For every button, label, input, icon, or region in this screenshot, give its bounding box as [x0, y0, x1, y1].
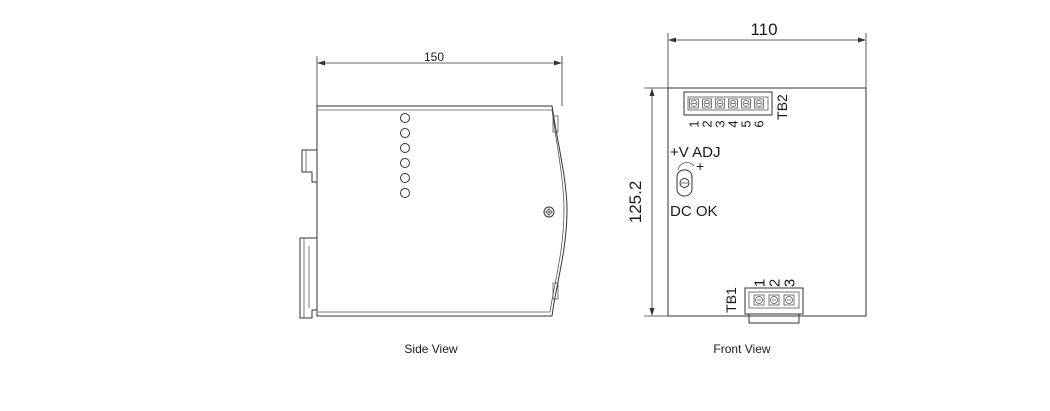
vadj-plus-label: +: [696, 158, 704, 174]
side-view-caption: Side View: [404, 342, 457, 356]
tb2-pin: [702, 98, 712, 109]
side-view: 150 Side View: [299, 50, 568, 356]
front-height-value: 125.2: [626, 181, 645, 224]
din-rail-clip: [299, 149, 317, 319]
tb2-pin-number: 1: [687, 120, 702, 127]
indicator-led-icon: [400, 188, 410, 198]
vadj-label: +V ADJ: [670, 144, 720, 161]
side-body-outline: [316, 105, 568, 317]
indicator-column: [400, 113, 410, 198]
tb2-pin-number: 5: [739, 120, 754, 127]
tb1-pin-number: 3: [781, 279, 798, 287]
indicator-led-icon: [400, 143, 410, 153]
tb1-pin: [783, 294, 795, 306]
indicator-led-icon: [400, 173, 410, 183]
side-width-dimension: 150: [316, 50, 563, 106]
tb2-pin-number: 3: [713, 120, 728, 127]
tb2-pin: [728, 98, 738, 109]
tb2-pin: [689, 98, 699, 109]
front-body-outline: [667, 87, 867, 317]
tb2-pin: [715, 98, 725, 109]
tb2-pin-number: 4: [726, 120, 741, 127]
front-height-dimension: 125.2: [626, 87, 668, 317]
tb2-pin: [754, 98, 764, 109]
tb1-pin-number: 1: [751, 279, 768, 287]
tb1-label: TB1: [723, 287, 739, 313]
indicator-led-icon: [400, 128, 410, 138]
front-view-caption: Front View: [713, 342, 770, 356]
dcok-label: DC OK: [670, 203, 718, 220]
indicator-led-icon: [400, 158, 410, 168]
tb2-label: TB2: [774, 94, 790, 120]
tb2-pin-number: 2: [700, 120, 715, 127]
tb1-pin-number: 2: [766, 279, 783, 287]
tb1-pin: [753, 294, 765, 306]
front-width-dimension: 110: [667, 20, 867, 88]
vadj-control: +V ADJ +: [670, 144, 720, 197]
tb1-pin: [768, 294, 780, 306]
tb2-pin-number: 6: [752, 120, 767, 127]
side-width-value: 150: [424, 50, 444, 64]
tb1-terminal-block: 123 TB1: [723, 279, 804, 324]
indicator-led-icon: [400, 113, 410, 123]
tb2-pin: [741, 98, 751, 109]
potentiometer-icon: [676, 169, 693, 197]
screw-icon: [543, 206, 555, 218]
front-width-value: 110: [750, 20, 777, 39]
